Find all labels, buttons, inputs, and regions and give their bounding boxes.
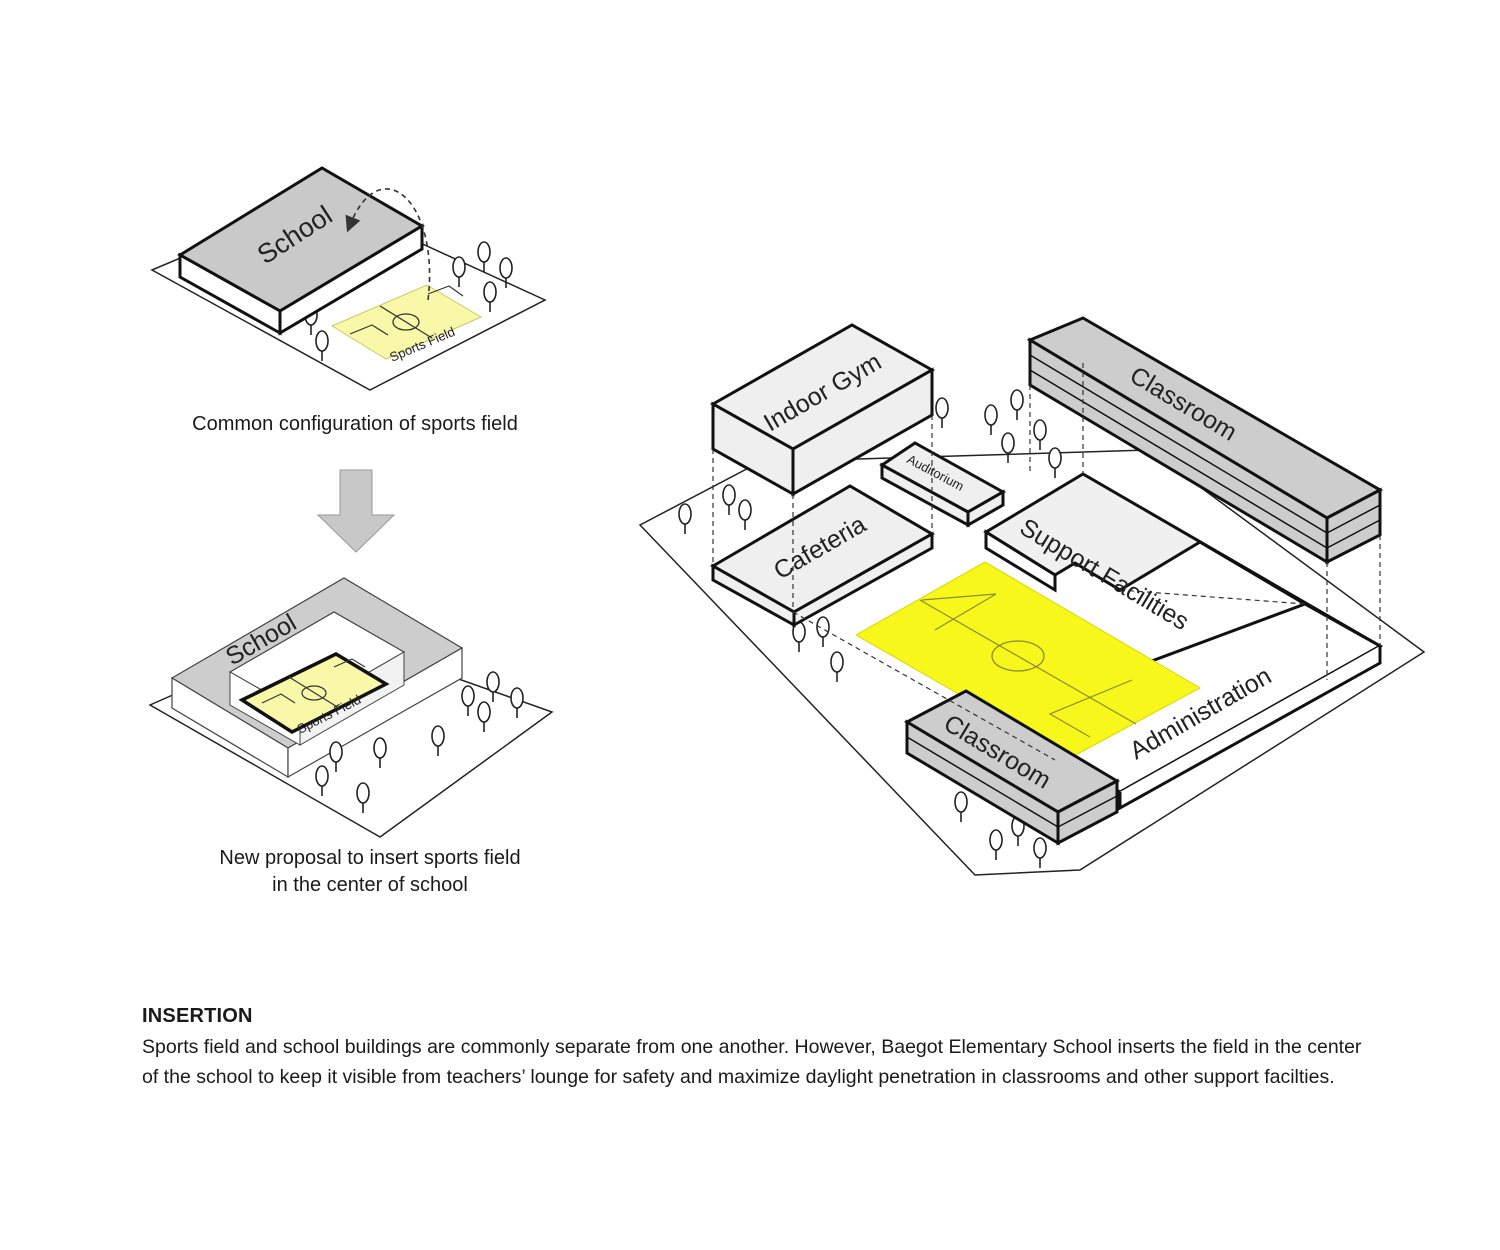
cafeteria-building — [709, 484, 936, 628]
auditorium-building — [879, 441, 1007, 528]
caption-new-proposal: New proposal to insert sports field in t… — [145, 845, 595, 899]
classroom-bottom-building — [903, 689, 1121, 846]
down-arrow-icon — [316, 469, 396, 553]
section-heading: INSERTION — [142, 1005, 253, 1027]
indoor-gym-building — [709, 323, 936, 497]
caption-line-2: in the center of school — [272, 874, 468, 896]
relocation-arrow — [345, 188, 431, 301]
diagram-exploded-axonometric: Indoor Gym Auditorium Cafeteria Classroo… — [638, 316, 1426, 876]
caption-common-configuration: Common configuration of sports field — [130, 411, 580, 438]
sports-field — [330, 284, 483, 360]
insertion-description: INSERTION Sports field and school buildi… — [142, 1005, 1372, 1092]
diagram-canvas: Sports Field School — [148, 166, 1426, 876]
section-body: Sports field and school buildings are co… — [142, 1036, 1362, 1088]
support-administration-building — [983, 472, 1384, 811]
caption-text: Common configuration of sports field — [192, 413, 518, 435]
caption-line-1: New proposal to insert sports field — [219, 847, 521, 869]
sports-field — [238, 652, 390, 735]
diagram-new-proposal: Sports Field School — [148, 577, 554, 838]
projection-lines — [712, 363, 1381, 761]
diagram-common-configuration: Sports Field School — [150, 166, 547, 391]
